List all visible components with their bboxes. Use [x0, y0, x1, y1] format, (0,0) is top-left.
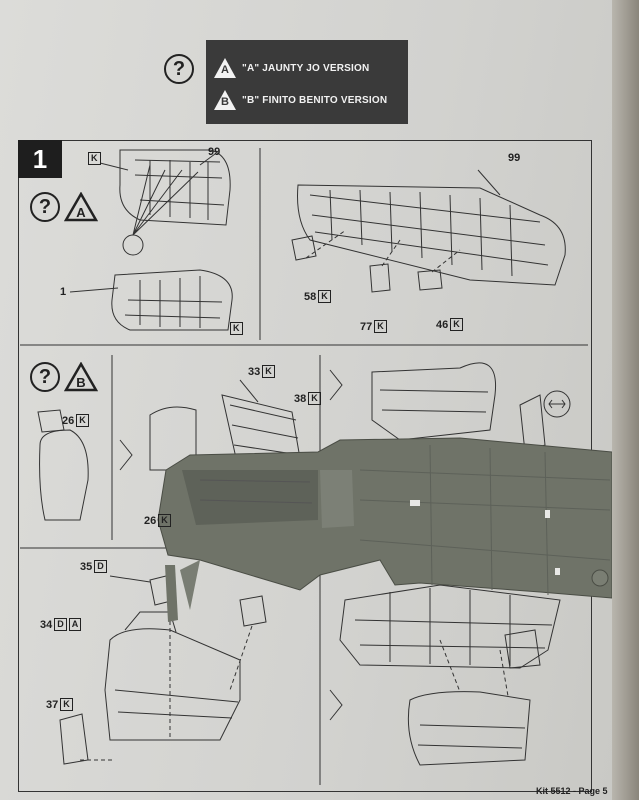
question-mark-icon: ?	[30, 192, 60, 222]
page-footer: Kit 5512 - Page 5	[536, 786, 608, 796]
version-a-text: "A" JAUNTY JO VERSION	[242, 62, 370, 74]
version-a-triangle-icon: A	[64, 192, 98, 222]
triangle-a-icon: A	[214, 58, 236, 78]
plastic-fuselage-part	[157, 437, 612, 622]
svg-text:A: A	[76, 205, 86, 220]
assembly-drawing	[20, 148, 612, 785]
background-table	[612, 0, 639, 800]
svg-text:B: B	[76, 375, 85, 390]
version-b-triangle-icon: B	[64, 362, 98, 392]
version-a-row: A "A" JAUNTY JO VERSION	[214, 58, 369, 78]
version-b-text: "B" FINITO BENITO VERSION	[242, 94, 388, 106]
part-label: K	[86, 152, 101, 165]
triangle-b-icon: B	[214, 90, 236, 110]
part-label: 99	[208, 146, 221, 158]
part-label: K	[230, 322, 243, 335]
version-b-row: B "B" FINITO BENITO VERSION	[214, 90, 387, 110]
question-mark-icon: ?	[30, 362, 60, 392]
version-banner: A "A" JAUNTY JO VERSION B "B" FINITO BEN…	[206, 40, 408, 124]
part-label: 1	[60, 286, 67, 298]
step-number: 1	[18, 140, 62, 178]
question-mark-icon: ?	[164, 54, 194, 84]
part-label: 99	[508, 152, 521, 164]
instruction-sheet	[0, 0, 612, 800]
